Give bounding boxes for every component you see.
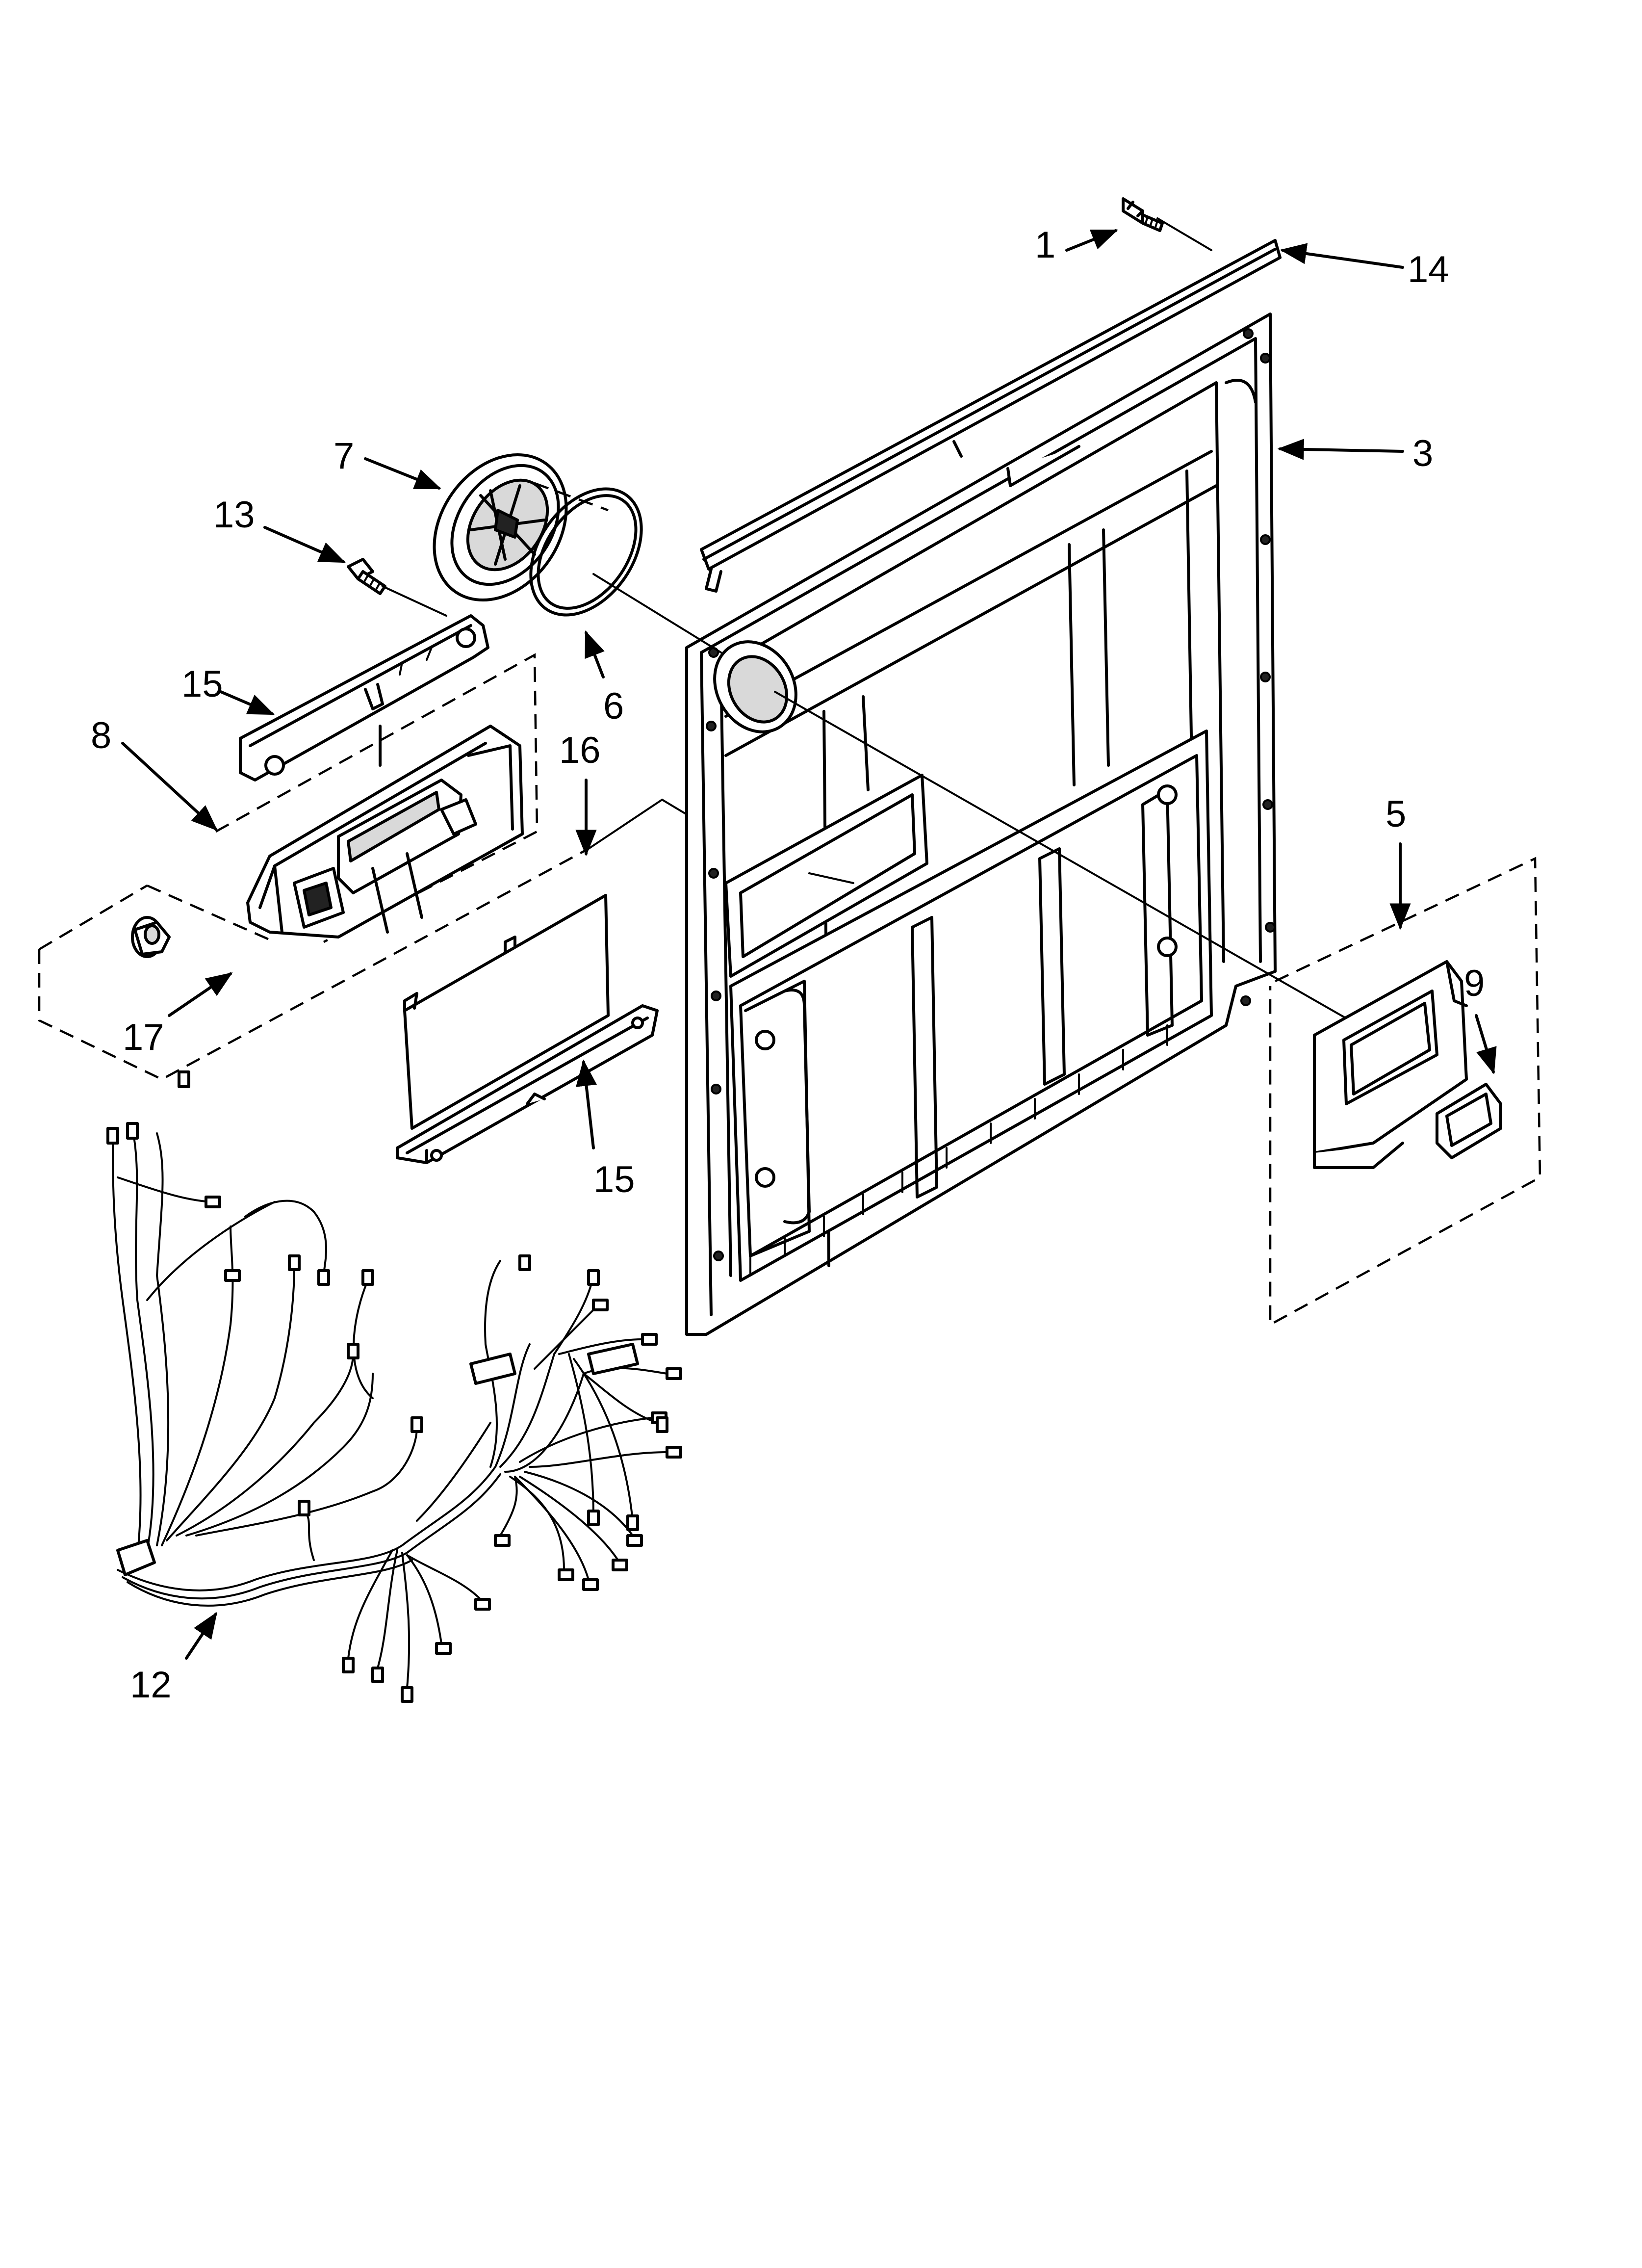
callout-13: 13 [213, 494, 255, 536]
alignment-line [592, 573, 722, 653]
vent-seal [1436, 1083, 1502, 1159]
inner-door-panel [685, 313, 1277, 1336]
trim-bracket-upper [239, 614, 489, 782]
callout-14: 14 [1408, 249, 1449, 290]
panel-holes [706, 328, 1276, 1261]
callout-16: 16 [559, 730, 601, 771]
callout-15-lower: 15 [593, 1159, 635, 1200]
insulation-panel [403, 894, 610, 1130]
vent-duct-assembly [1269, 857, 1541, 1327]
screw-icon [1122, 197, 1164, 232]
callout-5: 5 [1385, 793, 1406, 835]
dispenser-assembly [38, 653, 590, 1081]
callout-6: 6 [603, 685, 624, 727]
vent-gasket-ring [529, 487, 643, 617]
alignment-line [774, 691, 1360, 1026]
callout-7: 7 [334, 435, 354, 477]
wire-connector-icon [106, 1070, 682, 1703]
callout-12: 12 [130, 1664, 172, 1706]
screw-icon [347, 558, 386, 595]
callout-3: 3 [1412, 433, 1433, 474]
callout-8: 8 [91, 715, 111, 756]
callout-1: 1 [1035, 224, 1055, 266]
callout-labels: 1 14 3 7 13 6 15 8 16 5 9 17 15 12 [91, 224, 1485, 1706]
alignment-line [534, 482, 609, 512]
callout-9: 9 [1464, 963, 1485, 1004]
wire-harness [106, 1070, 682, 1703]
callout-15-upper: 15 [181, 663, 223, 705]
vent-cap [433, 453, 568, 602]
callout-17: 17 [123, 1017, 164, 1058]
trim-bracket-lower [396, 1004, 659, 1164]
leader-lines [121, 217, 1497, 1660]
dispenser-knob [131, 916, 171, 958]
